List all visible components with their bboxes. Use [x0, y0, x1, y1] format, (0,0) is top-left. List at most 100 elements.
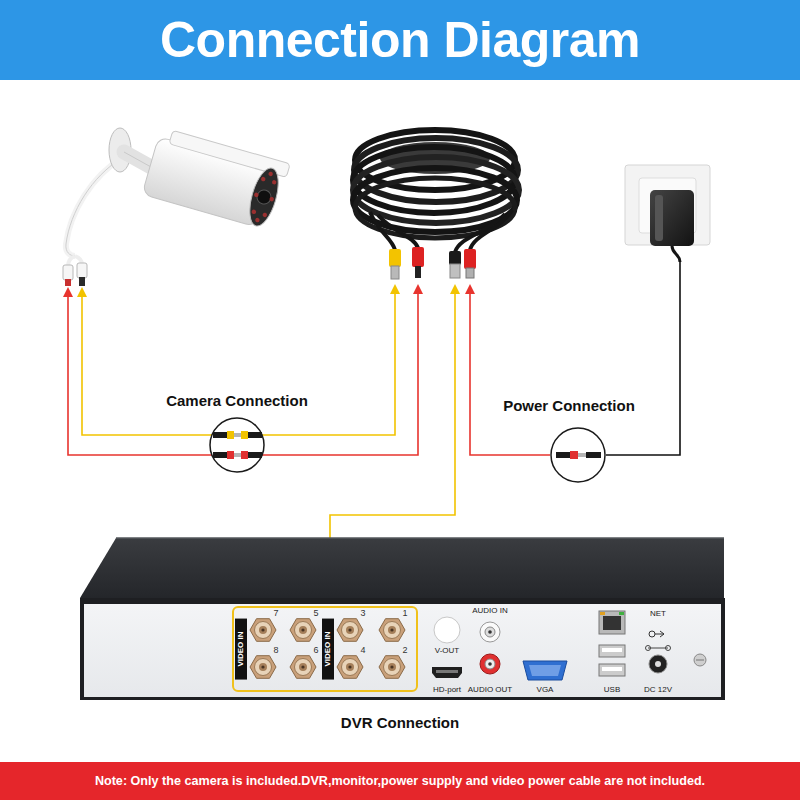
plug-pair: [213, 431, 601, 459]
camera-body: [254, 192, 259, 197]
note-text: Note: Only the camera is included.DVR,mo…: [95, 775, 705, 788]
channel-number: 7: [273, 609, 278, 618]
video-in-label: VIDEO IN: [322, 618, 334, 679]
video-power-cable: [380, 142, 490, 174]
camera-body: [142, 137, 272, 227]
video-power-cable: [450, 264, 460, 278]
video-power-cable: [354, 138, 518, 202]
camera-body: [255, 188, 272, 205]
port-label: HD-port: [433, 686, 461, 694]
port-label: USB: [604, 686, 620, 694]
circle-outline: [551, 428, 605, 482]
connection-label: Power Connection: [503, 398, 635, 413]
power-adapter: [655, 195, 663, 241]
bullet-camera: [65, 279, 71, 286]
connection-circle: Power Connection: [550, 427, 606, 483]
video-power-cable: [466, 268, 474, 278]
title-text: Connection Diagram: [160, 15, 640, 65]
channel-number: 5: [313, 609, 318, 618]
bullet-camera: [63, 265, 73, 280]
wire: [330, 292, 455, 606]
note-band: Note: Only the camera is included.DVR,mo…: [0, 762, 800, 800]
wire: [606, 260, 680, 455]
port-label: NET: [650, 610, 666, 618]
video-power-cable: [378, 215, 418, 248]
dvr-label: DVR Connection: [341, 715, 459, 730]
video-power-cable: [370, 212, 395, 250]
connection-label: Camera Connection: [166, 393, 308, 408]
power-adapter: [639, 178, 696, 233]
power-adapter: [625, 165, 710, 262]
video-in-label: VIDEO IN: [235, 618, 247, 679]
wire: [82, 292, 395, 435]
dvr-panel: AUDIO IN NET V-OUT HD-port AUDIO OUT VGA USB DC…: [80, 598, 725, 700]
circle-outline: [209, 417, 265, 473]
title-band: Connection Diagram: [0, 0, 800, 80]
port-label: DC 12V: [644, 686, 672, 694]
power-adapter: [650, 190, 694, 246]
bullet-camera: [124, 152, 160, 172]
bullet-camera: [75, 256, 82, 264]
camera-body: [142, 127, 290, 231]
bullet-camera: [63, 127, 290, 286]
arrow-head: [413, 284, 423, 294]
circle-outline: [550, 427, 606, 483]
video-power-cable: [389, 249, 401, 267]
bullet-camera: [66, 158, 122, 256]
channel-number: 6: [313, 646, 318, 655]
port-label: AUDIO IN: [472, 607, 508, 615]
camera-body: [255, 217, 260, 222]
video-power-cable: [464, 249, 476, 269]
wire: [68, 260, 680, 606]
arrow-head: [63, 284, 475, 297]
camera-body: [244, 165, 284, 229]
port-label: AUDIO OUT: [468, 686, 512, 694]
bullet-camera: [66, 158, 122, 256]
camera-body: [269, 197, 274, 202]
dvr-housing: [80, 538, 724, 598]
arrow-head: [63, 287, 73, 297]
power-adapter: [672, 246, 680, 262]
power-adapter: [625, 165, 710, 245]
bullet-camera: [79, 277, 85, 286]
video-power-cable: [353, 157, 519, 223]
circle-outline: [210, 418, 264, 472]
bullet-camera: [109, 128, 131, 172]
bullet-camera: [68, 256, 75, 266]
dvr-housing: [116, 537, 724, 539]
bullet-camera: [124, 152, 160, 172]
video-power-cable: [455, 214, 505, 252]
video-power-cable: [412, 247, 424, 267]
camera-body: [262, 212, 267, 217]
bullet-camera: [149, 163, 171, 185]
port-label: VGA: [537, 686, 554, 694]
dvr-housing: [80, 538, 724, 598]
video-power-cable: [415, 266, 421, 278]
port-label: V-OUT: [435, 647, 459, 655]
camera-body: [261, 176, 266, 181]
video-power-cable: [470, 210, 512, 250]
video-power-cable: [355, 178, 515, 238]
channel-number: 1: [402, 609, 407, 618]
channel-number: 8: [273, 646, 278, 655]
arrow-head: [77, 287, 87, 297]
bullet-camera: [77, 263, 87, 278]
camera-body: [169, 130, 290, 177]
channel-number: 4: [360, 646, 365, 655]
video-power-cable: [353, 168, 517, 232]
camera-body: [268, 171, 273, 176]
video-power-cable: [449, 251, 461, 265]
camera-body: [251, 209, 256, 214]
video-in-group: VIDEO IN 7 5 8 6 VIDEO IN 3 1 4 2: [232, 606, 418, 692]
arrow-head: [450, 284, 460, 294]
video-power-cable: [391, 266, 399, 279]
channel-number: 2: [402, 646, 407, 655]
video-power-cable: [353, 130, 519, 279]
wire: [470, 292, 550, 455]
video-power-cable: [355, 130, 515, 190]
video-power-cable: [353, 147, 515, 213]
connection-circle: Camera Connection: [209, 417, 265, 473]
camera-body: [271, 180, 276, 185]
channel-number: 3: [360, 609, 365, 618]
